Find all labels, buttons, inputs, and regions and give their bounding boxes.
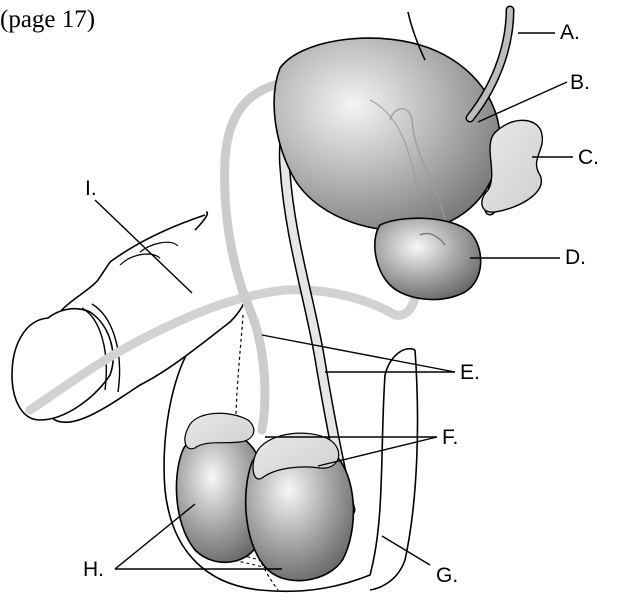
prostate	[375, 218, 481, 299]
leader-g	[382, 536, 430, 565]
label-a: A.	[560, 22, 580, 43]
bladder	[274, 38, 500, 231]
label-h: H.	[83, 559, 104, 580]
label-g: G.	[436, 565, 458, 586]
leader-e1	[262, 335, 455, 372]
leader-h1	[115, 504, 195, 569]
label-c: C.	[578, 147, 599, 168]
label-f: F.	[442, 427, 458, 448]
label-i: I.	[85, 178, 97, 199]
label-d: D.	[565, 247, 586, 268]
label-e: E.	[460, 362, 480, 383]
label-b: B.	[570, 72, 590, 93]
scrotum-right-edge	[370, 350, 418, 590]
